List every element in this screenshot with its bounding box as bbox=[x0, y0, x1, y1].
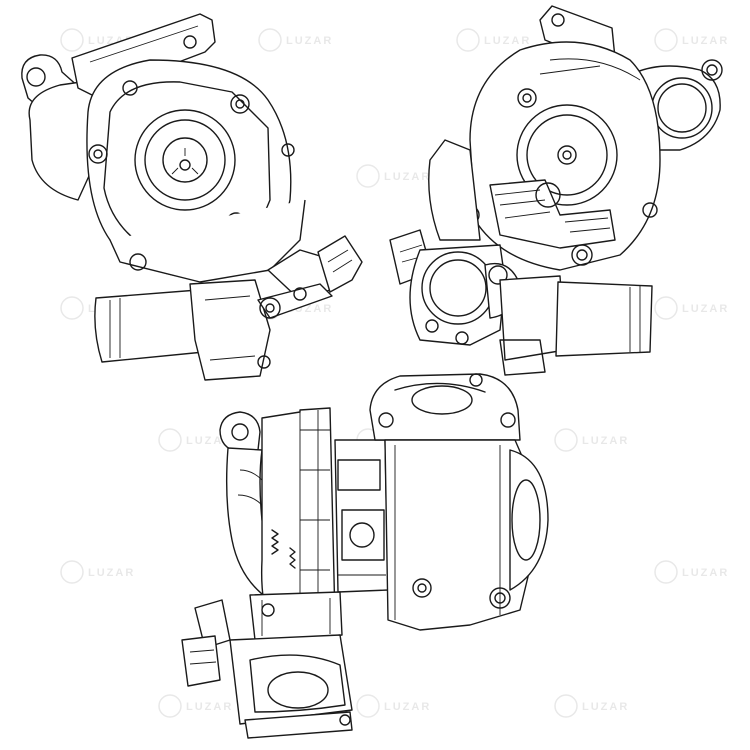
svg-text:LUZAR: LUZAR bbox=[186, 701, 233, 713]
svg-text:LUZAR: LUZAR bbox=[286, 35, 333, 47]
svg-text:LUZAR: LUZAR bbox=[682, 567, 729, 579]
svg-text:LUZAR: LUZAR bbox=[88, 567, 135, 579]
svg-text:LUZAR: LUZAR bbox=[682, 35, 729, 47]
luzar-watermark-logo: LUZAR bbox=[554, 428, 629, 452]
svg-text:LUZAR: LUZAR bbox=[682, 303, 729, 315]
rear-view bbox=[389, 5, 723, 376]
luzar-watermark-logo: LUZAR bbox=[554, 694, 629, 718]
luzar-watermark-logo: LUZAR bbox=[654, 560, 729, 584]
svg-text:LUZAR: LUZAR bbox=[384, 701, 431, 713]
luzar-watermark-logo: LUZAR bbox=[158, 428, 233, 452]
luzar-watermark-logo: LUZAR bbox=[654, 296, 729, 320]
front-view bbox=[21, 13, 363, 381]
svg-text:LUZAR: LUZAR bbox=[186, 435, 233, 447]
svg-text:LUZAR: LUZAR bbox=[582, 435, 629, 447]
luzar-watermark-logo: LUZAR bbox=[258, 28, 333, 52]
svg-text:LUZAR: LUZAR bbox=[582, 701, 629, 713]
luzar-watermark-logo: LUZAR bbox=[456, 28, 531, 52]
luzar-watermark-logo: LUZAR bbox=[158, 694, 233, 718]
luzar-watermark-logo: LUZAR bbox=[356, 164, 431, 188]
luzar-watermark-logo: LUZAR bbox=[654, 28, 729, 52]
side-view bbox=[181, 373, 549, 739]
svg-text:LUZAR: LUZAR bbox=[484, 35, 531, 47]
luzar-watermark-logo: LUZAR bbox=[356, 694, 431, 718]
svg-text:LUZAR: LUZAR bbox=[384, 171, 431, 183]
luzar-watermark-logo: LUZAR bbox=[60, 560, 135, 584]
